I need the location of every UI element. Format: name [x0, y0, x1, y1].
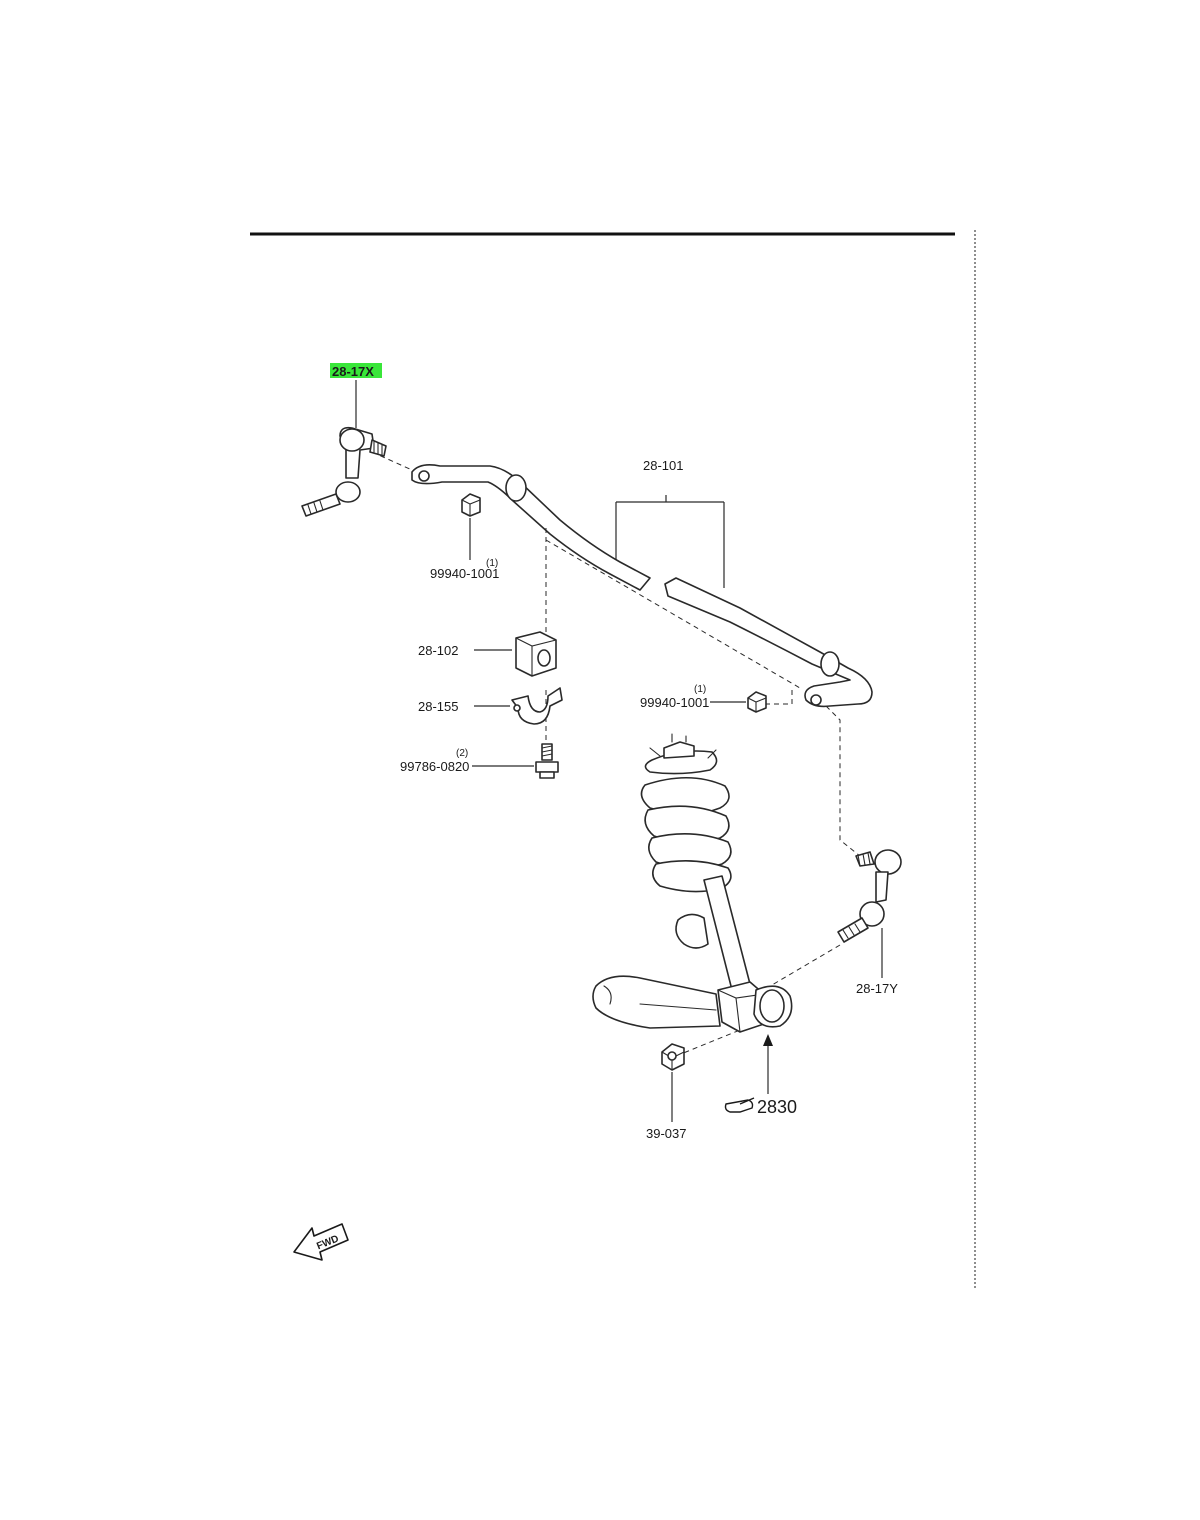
dash-nut-right: [765, 690, 793, 705]
highlight-box: [330, 363, 382, 378]
label-nut-lower: 39-037: [646, 1126, 686, 1141]
label-stabilizer-bar: 28-101: [643, 458, 683, 473]
label-stabilizer-link-left: 28-17X: [332, 364, 374, 379]
stabilizer-link-left: [301, 426, 387, 517]
label-nut-right: 99940-1001: [640, 695, 709, 710]
pointing-hand-icon: [724, 1097, 755, 1113]
dash-bar-to-link-left: [371, 451, 413, 471]
label-stabilizer-link-right: 28-17Y: [856, 981, 898, 996]
dash-bar-to-link-right: [825, 705, 861, 857]
label-nut-upper-left: 99940-1001: [430, 566, 499, 581]
qty-nut-right: (1): [694, 684, 706, 695]
label-bolt: 99786-0820: [400, 759, 469, 774]
bushing: [515, 631, 557, 677]
reference-arrowhead: [763, 1034, 773, 1046]
stabilizer-bar: [411, 464, 873, 708]
dash-bar-lower-left: [545, 539, 801, 689]
dash-arm-to-nut: [675, 1029, 741, 1057]
qty-nut-upper-left: (1): [486, 558, 498, 569]
label-bushing: 28-102: [418, 643, 458, 658]
nut-right: [747, 691, 767, 713]
stabilizer-link-right: [837, 849, 902, 943]
strut-assembly: [640, 733, 751, 991]
label-bracket: 28-155: [418, 699, 458, 714]
nut-upper-left: [461, 493, 481, 517]
qty-bolt: (2): [456, 748, 468, 759]
fwd-arrow-icon: [293, 1223, 349, 1261]
bolt: [535, 743, 559, 779]
reference-number: 2830: [757, 1097, 797, 1117]
lower-arm: [592, 975, 793, 1033]
nut-lower: [661, 1043, 685, 1071]
bracket: [511, 687, 563, 725]
dash-link-right-to-arm: [771, 944, 841, 986]
